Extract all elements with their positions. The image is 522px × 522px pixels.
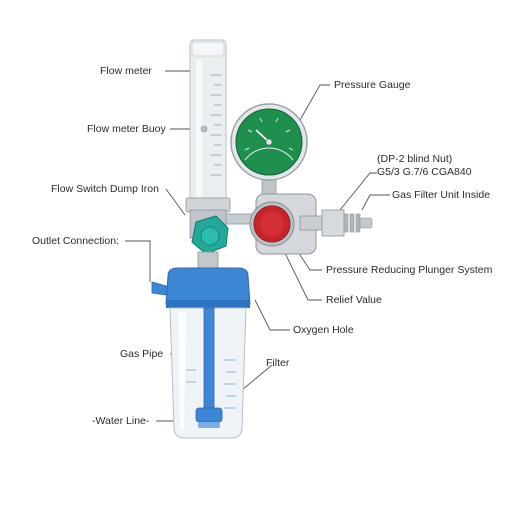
humidifier-bottle xyxy=(151,251,251,439)
flow-meter-tube xyxy=(189,39,227,206)
label-oxygen-hole: Oxygen Hole xyxy=(293,324,354,336)
label-filter: Filter xyxy=(266,357,290,369)
pressure-gauge xyxy=(230,103,308,195)
leader-pressure-gauge xyxy=(299,84,330,121)
label-gas-pipe: Gas Pipe xyxy=(120,348,164,360)
label-gas-filter-unit: Gas Filter Unit Inside xyxy=(392,189,491,201)
label-thread-spec: G5/3 G.7/6 CGA840 xyxy=(377,166,472,178)
leader-gas-filter xyxy=(361,194,390,211)
gas-inlet-fitting xyxy=(299,209,373,237)
label-pressure-gauge: Pressure Gauge xyxy=(334,79,411,91)
leader-blind-nut xyxy=(339,172,377,211)
relief-valve-knob xyxy=(249,201,295,247)
label-relief-value: Relief Value xyxy=(326,294,382,306)
leader-relief-value xyxy=(284,252,322,301)
label-outlet-connection: Outlet Connection: xyxy=(32,235,119,247)
leader-filter xyxy=(241,364,273,391)
leader-outlet-connection xyxy=(125,240,151,282)
flow-switch-knob xyxy=(191,215,229,255)
label-flow-meter-buoy: Flow meter Buoy xyxy=(87,123,166,135)
label-blind-nut: (DP-2 blind Nut) xyxy=(377,153,453,165)
leader-flow-switch xyxy=(165,188,186,216)
label-water-line: -Water Line- xyxy=(92,415,150,427)
label-flow-switch-dump-iron: Flow Switch Dump Iron xyxy=(51,183,159,195)
leader-oxygen-hole xyxy=(254,299,290,331)
label-flow-meter: Flow meter xyxy=(100,65,152,77)
label-pressure-reducing-plunger: Pressure Reducing Plunger System xyxy=(326,264,493,276)
